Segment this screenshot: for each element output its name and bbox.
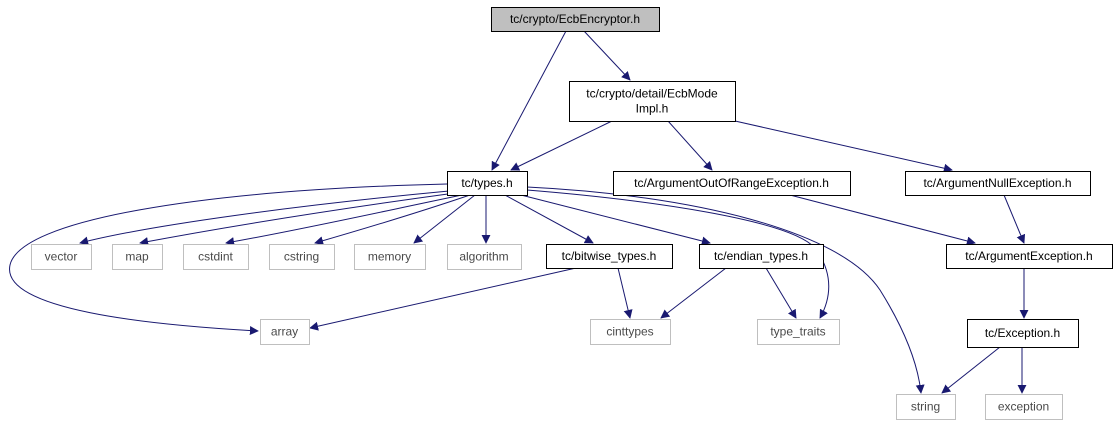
node-box	[183, 244, 249, 270]
edge-types-to-cstdint	[225, 194, 463, 247]
edge-argoutofrange-to-argexc	[789, 194, 976, 246]
node-exception: exception	[985, 394, 1063, 420]
node-layer: tc/crypto/EcbEncryptor.h tc/crypto/detail…	[31, 7, 1113, 420]
node-box	[967, 319, 1079, 348]
node-typetraits: type_traits	[757, 319, 840, 345]
node-box	[269, 244, 335, 270]
edge-endian-to-cinttypes	[660, 267, 727, 319]
node-label: tc/endian_types.h	[714, 249, 808, 263]
node-label: tc/ArgumentException.h	[965, 249, 1092, 263]
edge-exception_h-to-string	[941, 346, 1001, 394]
edge-bitwise-to-array	[309, 267, 577, 331]
node-types[interactable]: tc/types.h	[447, 171, 528, 196]
edge-ecbencryptor-to-types	[491, 30, 567, 171]
node-label: tc/ArgumentNullException.h	[923, 176, 1071, 190]
node-exception_h[interactable]: tc/Exception.h	[967, 319, 1079, 348]
node-box	[546, 244, 673, 269]
edge-types-to-memory	[413, 194, 476, 244]
node-label: map	[125, 250, 149, 264]
node-box	[896, 394, 956, 420]
node-box	[354, 244, 426, 270]
node-label: array	[271, 325, 298, 339]
node-label: algorithm	[459, 250, 508, 264]
node-box	[447, 244, 522, 270]
node-cstring: cstring	[269, 244, 335, 270]
node-cstdint: cstdint	[183, 244, 249, 270]
node-argoutofrange[interactable]: tc/ArgumentOutOfRangeException.h	[613, 171, 851, 196]
edge-types-to-array	[9, 183, 448, 336]
edge-types-to-bitwise	[504, 194, 594, 244]
node-label: memory	[368, 250, 411, 264]
edge-ecbmodeimpl-to-types	[510, 120, 613, 171]
node-box	[31, 244, 92, 270]
node-ecbencryptor[interactable]: tc/crypto/EcbEncryptor.h	[491, 7, 660, 32]
node-label: tc/crypto/detail/EcbMode	[586, 87, 718, 101]
node-box	[447, 171, 528, 196]
node-bitwise[interactable]: tc/bitwise_types.h	[546, 244, 673, 269]
edge-argnull-to-argexc	[1003, 194, 1026, 244]
node-label: cstring	[284, 250, 319, 264]
edge-types-to-endian	[520, 194, 711, 246]
node-string: string	[896, 394, 956, 420]
node-vector: vector	[31, 244, 92, 270]
node-box	[985, 394, 1063, 420]
node-array: array	[260, 319, 310, 345]
node-memory: memory	[354, 244, 426, 270]
node-box	[491, 7, 660, 32]
node-box	[905, 171, 1091, 196]
node-label: tc/types.h	[461, 176, 512, 190]
node-box	[590, 319, 671, 345]
edge-types-to-map	[139, 192, 456, 246]
node-label: cstdint	[198, 250, 233, 264]
edge-bitwise-to-cinttypes	[617, 267, 633, 319]
edge-types-to-string	[526, 186, 925, 394]
node-label: string	[911, 400, 940, 414]
node-argnull[interactable]: tc/ArgumentNullException.h	[905, 171, 1091, 196]
node-label: tc/ArgumentOutOfRangeException.h	[634, 176, 829, 190]
edge-types-to-vector	[79, 190, 450, 246]
node-label: exception	[998, 400, 1049, 414]
node-box	[699, 244, 824, 269]
node-label: vector	[45, 250, 78, 264]
edge-types-to-cstring	[314, 194, 471, 246]
node-cinttypes: cinttypes	[590, 319, 671, 345]
node-algorithm: algorithm	[447, 244, 522, 270]
node-label: type_traits	[770, 325, 825, 339]
edge-endian-to-typetraits	[765, 267, 797, 319]
edge-layer	[9, 30, 1029, 394]
node-map: map	[112, 244, 163, 270]
node-box	[569, 81, 736, 122]
node-label: tc/crypto/EcbEncryptor.h	[510, 12, 640, 26]
node-endian[interactable]: tc/endian_types.h	[699, 244, 824, 269]
node-label: cinttypes	[606, 325, 653, 339]
node-box	[757, 319, 840, 345]
node-label: Impl.h	[636, 102, 669, 116]
node-box	[613, 171, 851, 196]
edge-ecbmodeimpl-to-argoutofrange	[667, 120, 713, 171]
node-box	[112, 244, 163, 270]
node-argexc[interactable]: tc/ArgumentException.h	[946, 244, 1113, 269]
node-box	[260, 319, 310, 345]
node-label: tc/bitwise_types.h	[562, 249, 657, 263]
node-box	[946, 244, 1113, 269]
edge-ecbencryptor-to-ecbmodeimpl	[583, 30, 631, 81]
edge-ecbmodeimpl-to-argnull	[734, 120, 953, 173]
edge-types-to-typetraits	[526, 189, 830, 319]
node-label: tc/Exception.h	[985, 326, 1060, 340]
